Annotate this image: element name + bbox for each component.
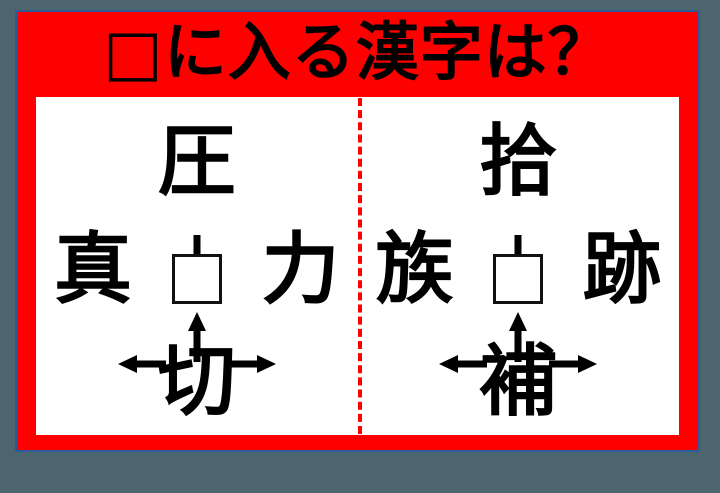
answer-box[interactable] [493,254,544,304]
kanji-top: 圧 [157,117,236,207]
vertical-dashed-divider [358,98,362,434]
answer-box[interactable] [171,254,222,304]
arrow-left-icon [439,355,488,373]
kanji-bottom: 切 [157,337,236,427]
arrow-right-icon [549,355,598,373]
puzzle-card: □に入る漢字は？ 圧 真 [15,10,700,452]
kanji-top: 拾 [479,117,558,207]
kanji-bottom: 補 [479,337,558,427]
kanji-left: 真 [54,225,133,315]
puzzle-right: 拾 族 [358,97,680,435]
arrow-left-icon [117,355,166,373]
kanji-right: 跡 [582,225,661,315]
page-title: □に入る漢字は？ [103,15,612,89]
puzzle-panel: 圧 真 [36,97,679,435]
kanji-right: 力 [261,225,340,315]
arrow-up-icon [509,312,528,362]
puzzle-left: 圧 真 [36,97,358,435]
kanji-left: 族 [375,225,454,315]
title-banner: □に入る漢字は？ [17,12,698,96]
arrow-up-icon [187,312,206,362]
arrow-right-icon [227,355,276,373]
